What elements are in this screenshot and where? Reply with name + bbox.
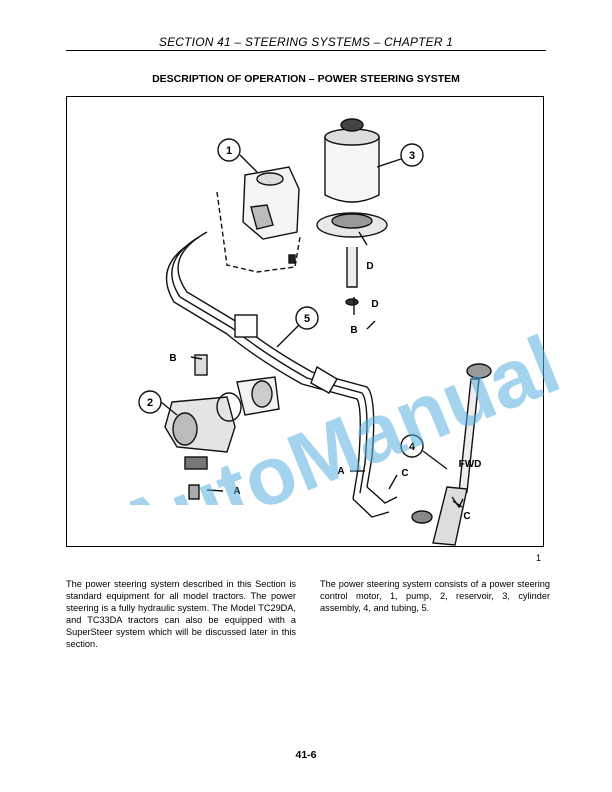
tubing-drawing (165, 231, 398, 518)
label-a-tube: A (337, 466, 344, 477)
pump-drawing (164, 354, 280, 500)
reservoir-drawing (316, 118, 388, 306)
page-title: DESCRIPTION OF OPERATION – POWER STEERIN… (152, 73, 460, 85)
label-b-pump: B (169, 353, 176, 364)
figure-number: 1 (536, 553, 542, 563)
steering-diagram-figure: 1 2 3 4 5 D D B B A A C C FWD (66, 96, 544, 547)
left-paragraph: The power steering system described in t… (66, 579, 296, 649)
page-number: 41-6 (295, 749, 317, 761)
label-d-reservoir: D (366, 261, 373, 272)
section-header: SECTION 41 – STEERING SYSTEMS – CHAPTER … (158, 35, 454, 49)
label-d-fitting: D (371, 299, 378, 310)
right-paragraph: The power steering system consists of a … (320, 579, 550, 613)
control-motor-drawing (216, 166, 301, 273)
label-c-cylinder: C (463, 511, 470, 522)
steering-diagram: 1 2 3 4 5 D D B B A A C C FWD (138, 118, 492, 546)
callout-1: 1 (226, 145, 232, 157)
label-b-tube: B (350, 325, 357, 336)
callout-3: 3 (409, 150, 415, 162)
label-fwd: FWD (459, 459, 482, 470)
callout-2: 2 (147, 397, 153, 409)
callout-5: 5 (304, 313, 310, 325)
label-c-tube: C (401, 468, 408, 479)
label-a-pump: A (233, 486, 240, 497)
header-rule (66, 50, 546, 51)
callout-4: 4 (409, 441, 416, 453)
cylinder-drawing (411, 363, 492, 546)
